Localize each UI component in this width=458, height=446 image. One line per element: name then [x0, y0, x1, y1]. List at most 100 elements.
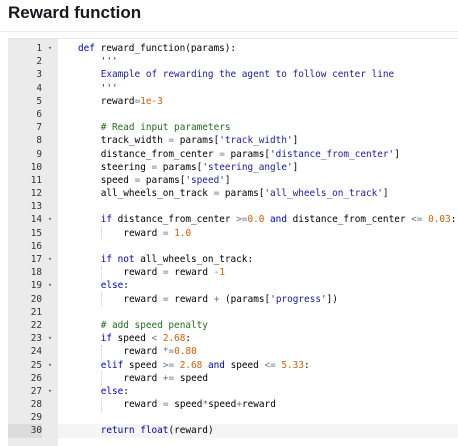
line-code — [58, 200, 458, 213]
code-line[interactable]: 6 — [8, 108, 458, 121]
code-line[interactable]: 2''' — [8, 55, 458, 68]
code-line[interactable]: 1▾def reward_function(params): — [8, 42, 458, 55]
indent-guide — [100, 345, 102, 359]
code-token: = — [162, 399, 169, 411]
code-token: # Read input parameters — [100, 122, 231, 134]
code-token: ''' — [100, 82, 118, 94]
code-line[interactable]: 27▾else: — [8, 385, 458, 398]
line-number: 16 — [30, 240, 42, 252]
code-token: * — [202, 399, 209, 411]
indent-guide — [100, 292, 102, 306]
line-number: 1 — [36, 43, 42, 54]
code-token: speed — [174, 372, 209, 384]
code-token: = — [162, 267, 169, 279]
line-code — [58, 108, 458, 121]
code-line[interactable]: 24 reward *=0.80 — [8, 345, 458, 359]
line-number: 28 — [30, 399, 42, 411]
line-code: speed = params['speed'] — [58, 174, 458, 187]
code-token: 2.68 — [179, 359, 203, 371]
code-token: = — [134, 95, 141, 107]
chevron-down-icon[interactable]: ▾ — [47, 255, 53, 263]
code-token: reward — [168, 267, 214, 279]
chevron-down-icon[interactable]: ▾ — [47, 386, 53, 395]
chevron-down-icon[interactable]: ▾ — [47, 215, 53, 224]
code-token: - — [213, 267, 220, 279]
code-line[interactable]: 29 — [8, 411, 458, 424]
code-token: reward_function(params): — [100, 43, 237, 54]
code-token: speed — [117, 333, 152, 345]
code-token: float — [140, 425, 169, 437]
code-token: params[ — [157, 161, 203, 173]
code-line[interactable]: 7# Read input parameters — [8, 121, 458, 134]
code-token: reward — [123, 346, 163, 358]
code-token: <= — [411, 214, 423, 226]
code-token: track_width — [100, 135, 169, 147]
code-line[interactable]: 4 ''' — [8, 82, 458, 95]
code-token: ] — [292, 161, 299, 173]
line-number: 9 — [36, 148, 42, 160]
code-token: 1 — [219, 267, 226, 279]
code-line[interactable]: 17▾if not all_wheels_on_track: — [8, 253, 458, 266]
line-number: 20 — [30, 293, 42, 305]
chevron-down-icon[interactable]: ▾ — [47, 360, 53, 369]
code-line[interactable]: 21 — [8, 306, 458, 319]
code-token: speed — [100, 174, 135, 186]
chevron-down-icon[interactable]: ▾ — [47, 44, 53, 52]
line-code: else: — [58, 279, 458, 292]
code-token: Example of rewarding the agent to follow… — [100, 69, 395, 81]
line-number: 4 — [36, 82, 42, 94]
code-line[interactable]: 22 # add speed penalty — [8, 319, 458, 332]
chevron-down-icon[interactable]: ▾ — [47, 334, 53, 343]
line-code: reward *=0.80 — [58, 345, 458, 359]
line-number: 22 — [30, 319, 42, 331]
code-token: speed — [168, 399, 203, 411]
code-token: = — [168, 135, 175, 147]
line-number: 25 — [30, 359, 42, 371]
code-line[interactable]: 23▾if speed < 2.68: — [8, 332, 458, 345]
line-code: # add speed penalty — [58, 319, 458, 332]
line-code: ''' — [58, 82, 458, 95]
code-line[interactable]: 25▾elif speed >= 2.68 and speed <= 5.33: — [8, 359, 458, 372]
code-line[interactable]: 13 — [8, 200, 458, 213]
code-token: = — [213, 188, 220, 200]
code-token: speed — [208, 399, 237, 411]
code-token: distance_from_center — [292, 214, 412, 226]
code-line[interactable]: 15 reward = 1.0 — [8, 226, 458, 240]
code-token: : — [123, 280, 129, 292]
line-number: 15 — [30, 227, 42, 239]
code-token: 'track_width' — [219, 135, 293, 147]
code-line[interactable]: 14▾if distance_from_center >=0.0 and dis… — [8, 213, 458, 226]
code-token: = — [162, 293, 169, 305]
line-code: reward = reward + (params['progress']) — [58, 292, 458, 306]
code-line[interactable]: 16 — [8, 240, 458, 253]
line-number: 24 — [30, 346, 42, 358]
code-token: 5.33 — [281, 359, 304, 371]
code-token: all_wheels_on_track: — [140, 254, 254, 265]
code-token: all_wheels_on_track — [100, 188, 214, 200]
code-line[interactable]: 19 ▾ else: — [8, 279, 458, 292]
line-number-gutter — [8, 39, 58, 446]
line-number: 27 — [30, 385, 42, 397]
line-number: 19 — [30, 280, 42, 292]
code-token: elif — [100, 359, 129, 371]
code-line[interactable]: 9 distance_from_center = params['distance… — [8, 148, 458, 161]
code-line[interactable]: 20 reward = reward + (params['progress']) — [8, 292, 458, 306]
chevron-down-icon[interactable]: ▾ — [47, 281, 53, 290]
line-code: reward += speed — [58, 371, 458, 385]
line-code: reward = 1.0 — [58, 226, 458, 240]
code-token: ]) — [326, 293, 338, 305]
code-token: if — [100, 214, 118, 226]
line-code: distance_from_center = params['distance_… — [58, 148, 458, 161]
